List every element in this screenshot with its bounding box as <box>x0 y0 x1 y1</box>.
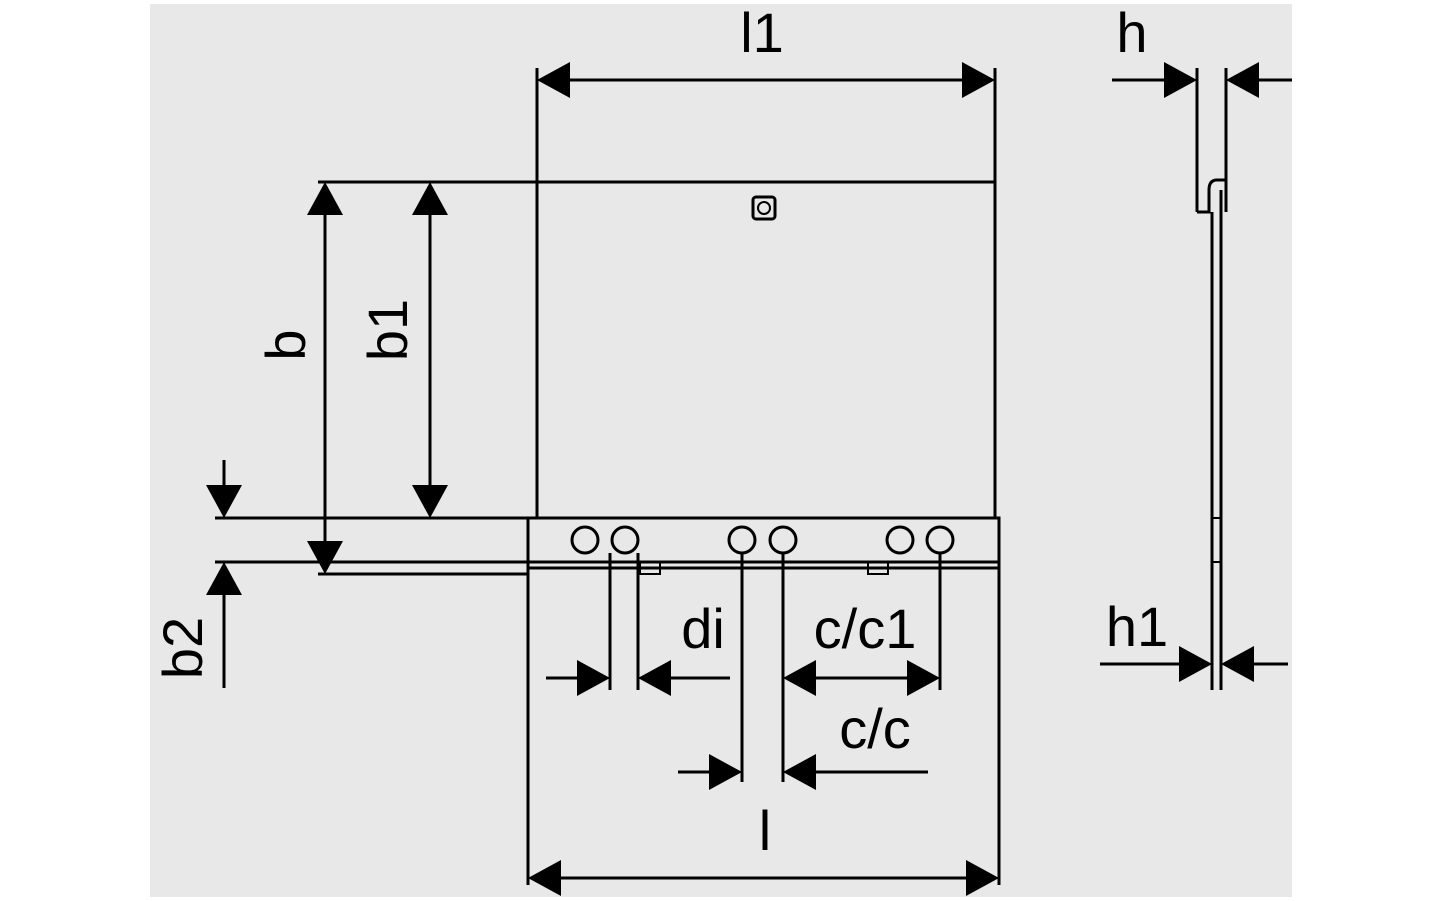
label-h: h <box>1116 1 1147 64</box>
dimension-b1: b1 <box>356 182 448 518</box>
drawing-panel <box>150 4 1292 897</box>
label-di: di <box>681 597 725 660</box>
hole-circle <box>885 525 915 555</box>
label-b2: b2 <box>151 617 214 679</box>
front-view <box>215 68 1001 885</box>
dimension-b2: b2 <box>151 460 242 688</box>
dimension-di: di <box>546 597 730 696</box>
dimension-h1: h1 <box>1100 595 1288 682</box>
dimension-h: h <box>1112 1 1292 98</box>
rail-notch-right <box>867 562 889 575</box>
square-hole <box>751 195 777 221</box>
label-l1: l1 <box>740 1 784 64</box>
side-view <box>1195 68 1228 690</box>
dimension-l1: l1 <box>537 1 995 98</box>
label-h1: h1 <box>1106 595 1168 658</box>
label-b: b <box>254 329 317 360</box>
hole-circle <box>570 525 600 555</box>
dimension-b: b <box>254 182 343 574</box>
square-hole-inner <box>757 201 771 215</box>
label-cc1: c/c1 <box>814 597 917 660</box>
bottom-rail <box>526 516 1001 564</box>
dimension-cc: c/c <box>678 697 928 790</box>
hole-circle <box>610 525 640 555</box>
label-b1: b1 <box>356 299 419 361</box>
rail-notch-left <box>639 562 661 575</box>
dimension-l: l <box>528 799 999 896</box>
label-cc: c/c <box>839 697 911 760</box>
dimension-cc1: c/c1 <box>783 597 940 696</box>
label-l: l <box>759 799 771 862</box>
